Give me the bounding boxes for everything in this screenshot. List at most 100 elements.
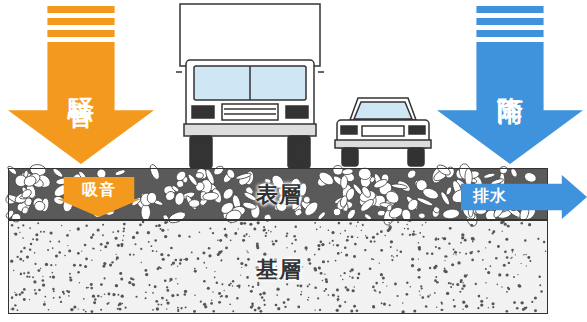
gravel-dot	[462, 301, 465, 304]
gravel-dot	[506, 291, 508, 293]
gravel-dot	[157, 267, 160, 270]
gravel-dot	[247, 258, 250, 261]
pebble	[204, 168, 216, 185]
gravel-dot	[346, 239, 349, 242]
truck-mirror	[176, 71, 182, 73]
pebble	[360, 185, 372, 199]
pebble	[147, 192, 157, 203]
gravel-dot	[488, 241, 491, 244]
gravel-dot	[384, 235, 386, 237]
gravel-dot	[270, 231, 272, 233]
gravel-dot	[188, 236, 190, 238]
gravel-dot	[328, 229, 330, 231]
gravel-dot	[506, 310, 509, 313]
gravel-dot	[47, 249, 49, 251]
gravel-dot	[450, 282, 452, 284]
gravel-dot	[340, 233, 341, 234]
gravel-dot	[463, 284, 466, 287]
gravel-dot	[526, 265, 527, 266]
gravel-dot	[221, 283, 223, 285]
gravel-dot	[49, 276, 51, 278]
car	[335, 98, 431, 166]
gravel-dot	[70, 308, 73, 311]
node-label: 基層	[256, 259, 302, 281]
gravel-dot	[492, 302, 495, 305]
gravel-dot	[55, 264, 57, 266]
gravel-dot	[390, 227, 392, 229]
gravel-dot	[156, 301, 157, 302]
gravel-dot	[44, 296, 46, 298]
gravel-dot	[490, 265, 492, 267]
gravel-dot	[263, 292, 266, 295]
gravel-dot	[161, 304, 163, 306]
gravel-dot	[83, 298, 85, 300]
gravel-dot	[60, 301, 62, 303]
node-label: 吸音	[82, 182, 116, 198]
gravel-dot	[178, 234, 181, 237]
pebble	[342, 168, 354, 175]
gravel-dot	[401, 233, 403, 235]
gravel-dot	[245, 233, 247, 235]
gravel-dot	[272, 243, 275, 246]
gravel-dot	[208, 247, 211, 250]
gravel-dot	[356, 225, 357, 226]
gravel-dot	[108, 302, 110, 304]
gravel-dot	[513, 276, 515, 278]
gravel-dot	[336, 309, 339, 312]
gravel-dot	[507, 225, 510, 228]
gravel-dot	[141, 262, 142, 263]
gravel-dot	[100, 250, 101, 251]
gravel-dot	[461, 287, 463, 289]
gravel-dot	[23, 260, 25, 262]
gravel-dot	[286, 283, 288, 285]
gravel-dot	[26, 276, 28, 278]
gravel-dot	[185, 258, 188, 261]
gravel-dot	[461, 236, 464, 239]
gravel-dot	[527, 256, 530, 259]
gravel-dot	[299, 284, 302, 287]
gravel-dot	[250, 306, 253, 309]
gravel-dot	[250, 290, 253, 293]
gravel-dot	[346, 288, 349, 291]
gravel-dot	[467, 274, 468, 275]
gravel-dot	[357, 221, 359, 223]
gravel-dot	[358, 273, 361, 276]
gravel-dot	[453, 305, 456, 308]
gravel-dot	[152, 250, 154, 252]
gravel-dot	[308, 297, 309, 298]
gravel-dot	[20, 273, 22, 275]
gravel-dot	[272, 241, 274, 243]
gravel-dot	[155, 225, 157, 227]
gravel-dot	[116, 256, 119, 259]
gravel-dot	[464, 274, 467, 277]
gravel-dot	[122, 303, 124, 305]
gravel-dot	[349, 222, 351, 224]
gravel-dot	[59, 296, 61, 298]
gravel-dot	[444, 267, 446, 269]
gravel-dot	[34, 263, 36, 265]
gravel-dot	[140, 248, 142, 250]
gravel-dot	[123, 223, 126, 226]
gravel-dot	[304, 246, 307, 249]
gravel-dot	[501, 286, 502, 287]
pebble	[391, 183, 408, 189]
gravel-dot	[333, 244, 335, 246]
gravel-dot	[372, 306, 375, 309]
gravel-dot	[211, 300, 213, 302]
gravel-dot	[537, 238, 539, 240]
gravel-dot	[179, 262, 181, 264]
gravel-dot	[412, 233, 415, 236]
gravel-dot	[177, 266, 178, 267]
gravel-dot	[123, 235, 124, 236]
gravel-dot	[380, 230, 383, 233]
gravel-dot	[429, 267, 431, 269]
gravel-dot	[534, 297, 537, 300]
gravel-dot	[242, 239, 245, 242]
surface-layer: 吸音排水表層	[8, 168, 548, 220]
gravel-dot	[162, 258, 165, 261]
gravel-dot	[376, 233, 378, 235]
gravel-dot	[132, 283, 135, 286]
gravel-dot	[539, 284, 541, 286]
gravel-dot	[240, 275, 241, 276]
pebble	[406, 168, 418, 180]
